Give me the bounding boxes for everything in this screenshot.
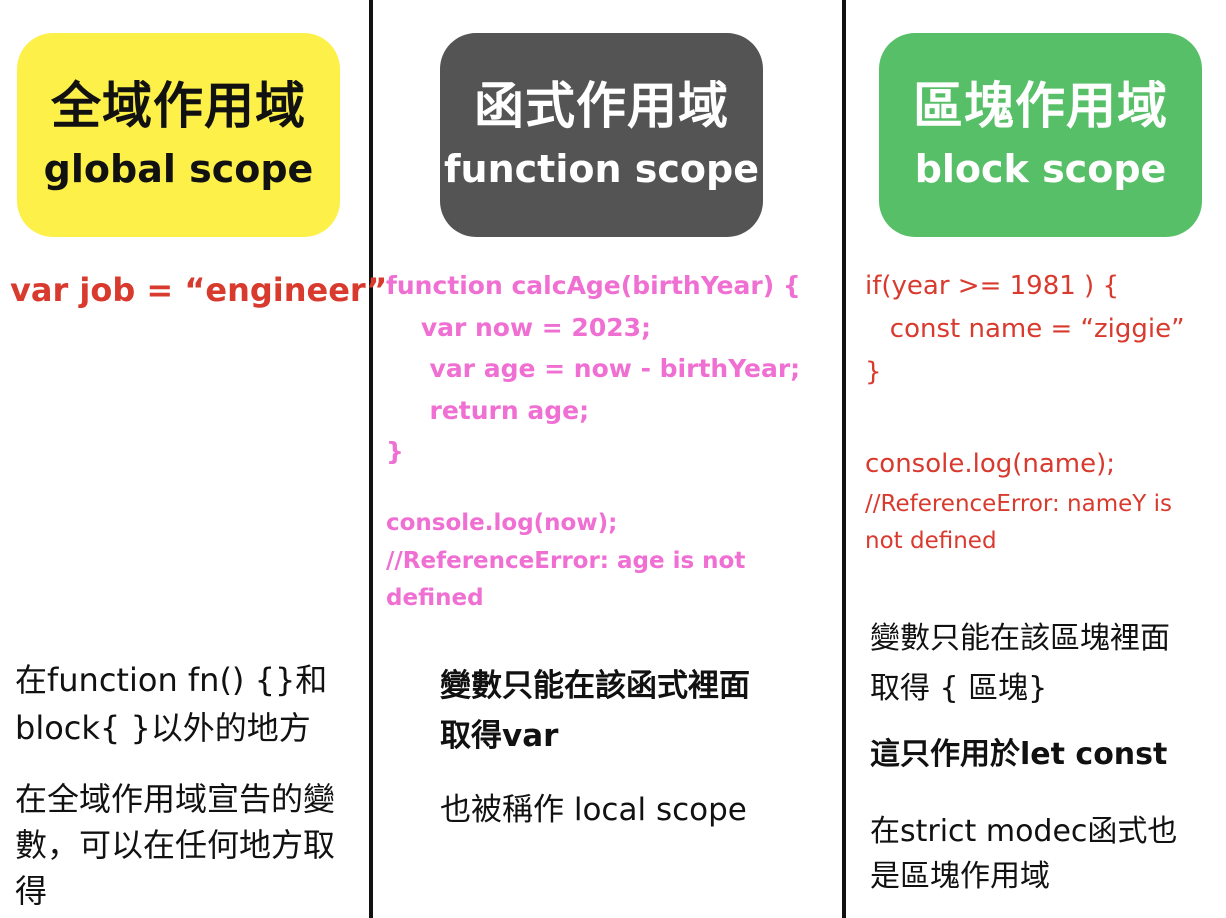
- function-note-local-scope: 也被稱作 local scope: [440, 792, 747, 828]
- column-divider-left: [369, 0, 373, 918]
- function-console-snippet: console.log(now); //ReferenceError: age …: [386, 510, 746, 611]
- block-note-let-const: 這只作用於let const: [870, 737, 1168, 772]
- function-note-access: 變數只能在該函式裡面 取得var: [440, 668, 750, 754]
- block-scope-title-en: block scope: [914, 147, 1167, 191]
- block-reference-error: //ReferenceError: nameY is not defined: [865, 491, 1172, 554]
- global-scope-title-en: global scope: [43, 147, 314, 191]
- function-scope-badge: 函式作用域 function scope: [440, 33, 763, 237]
- function-code-snippet: function calcAge(birthYear) { var now = …: [386, 271, 801, 466]
- global-code-snippet: var job = “engineer”: [10, 271, 388, 309]
- global-note-access: 在全域作用域宣告的變 數，可以在任何地方取 得: [15, 780, 336, 910]
- global-note-where: 在function fn() {}和 block{ }以外的地方: [15, 661, 328, 747]
- block-code-snippet: if(year >= 1981 ) { const name = “ziggie…: [865, 271, 1185, 387]
- function-scope-title-en: function scope: [444, 147, 759, 191]
- block-console-log: console.log(name);: [865, 449, 1116, 479]
- column-divider-right: [842, 0, 846, 918]
- block-note-strict-mode: 在strict modec函式也 是區塊作用域: [870, 814, 1178, 894]
- block-note-access: 變數只能在該區塊裡面 取得 { 區塊}: [870, 621, 1170, 706]
- block-scope-title-zh: 區塊作用域: [913, 77, 1168, 135]
- function-scope-title-zh: 函式作用域: [474, 77, 729, 135]
- global-scope-badge: 全域作用域 global scope: [17, 33, 340, 237]
- block-scope-badge: 區塊作用域 block scope: [879, 33, 1202, 237]
- global-scope-title-zh: 全域作用域: [51, 77, 306, 135]
